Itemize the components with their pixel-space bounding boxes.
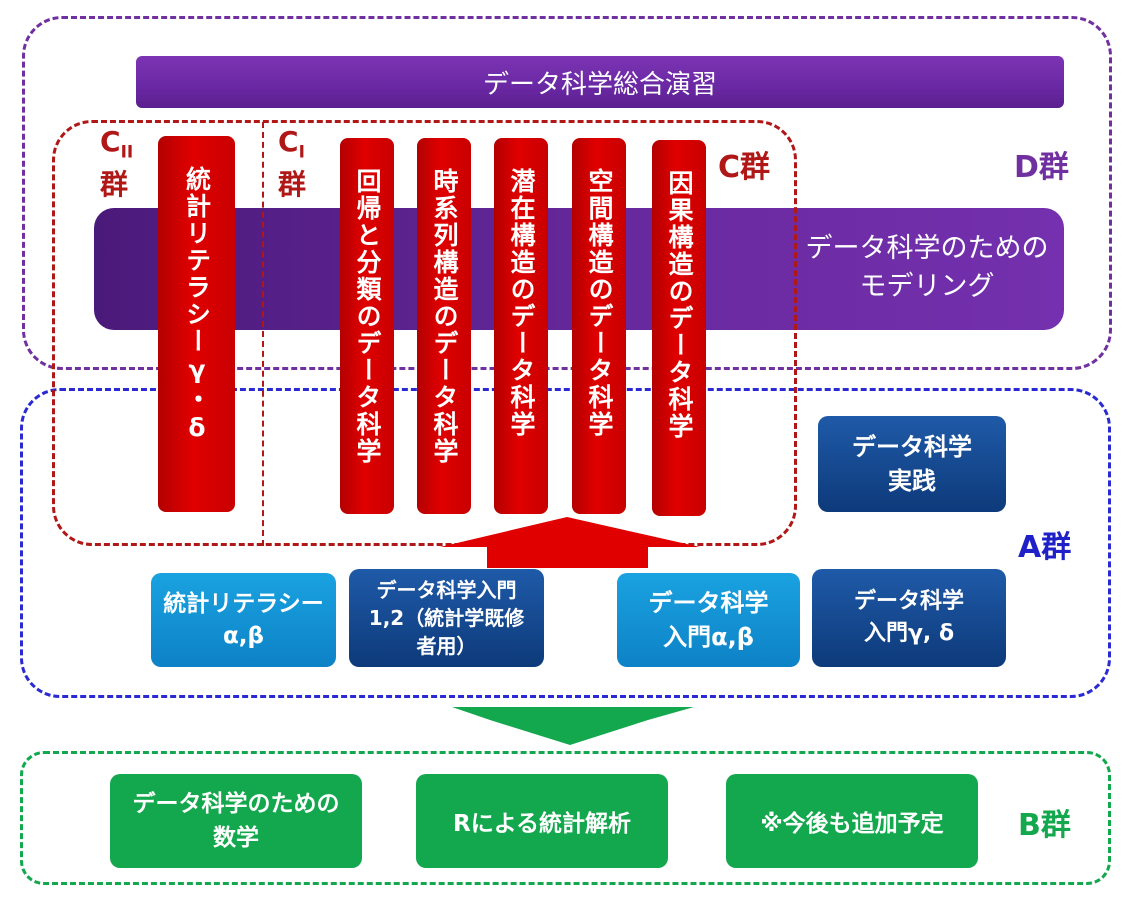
up-arrow: [440, 517, 700, 568]
course-time-series: 時系列構造のデータ科学: [417, 138, 471, 514]
course-regression-classification: 回帰と分類のデータ科学: [340, 138, 394, 514]
modeling-label-line1: データ科学のための: [805, 233, 1049, 264]
comprehensive-exercise-banner: データ科学総合演習: [136, 56, 1064, 108]
course-stat-literacy-gd: 統計リテラシーγ・δ: [158, 136, 235, 512]
course-latent-structure: 潜在構造のデータ科学: [494, 138, 548, 514]
c2-group-label: CII 群: [100, 125, 134, 201]
c-group-frame: [52, 120, 797, 546]
course-more-to-come: ※今後も追加予定: [726, 774, 978, 868]
c-group-label: C群: [718, 150, 771, 185]
b-group-label: B群: [1018, 808, 1071, 843]
modeling-label-line2: モデリング: [859, 271, 995, 302]
modeling-label: データ科学のための モデリング: [790, 230, 1064, 310]
b-group-frame: [20, 751, 1111, 885]
d-group-frame: [22, 16, 1112, 370]
a-group-frame: [20, 388, 1111, 698]
course-intro-12: データ科学入門1,2（統計学既修者用）: [349, 569, 544, 667]
c1-group-label: CI 群: [278, 125, 307, 201]
course-causal-structure: 因果構造のデータ科学: [652, 140, 706, 516]
course-data-science-practice: データ科学実践: [818, 416, 1006, 512]
c-group-divider: [262, 122, 264, 546]
down-arrow: [452, 707, 694, 745]
course-spatial-structure: 空間構造のデータ科学: [572, 138, 626, 514]
d-group-label: D群: [1014, 150, 1069, 185]
course-intro-ab: データ科学入門α,β: [617, 573, 800, 667]
course-stat-literacy-ab: 統計リテラシーα,β: [151, 573, 336, 667]
course-r-statistics: Rによる統計解析: [416, 774, 668, 868]
course-math-for-data-science: データ科学のための数学: [110, 774, 362, 868]
a-group-label: A群: [1018, 530, 1072, 565]
course-intro-gd: データ科学入門γ, δ: [812, 569, 1006, 667]
